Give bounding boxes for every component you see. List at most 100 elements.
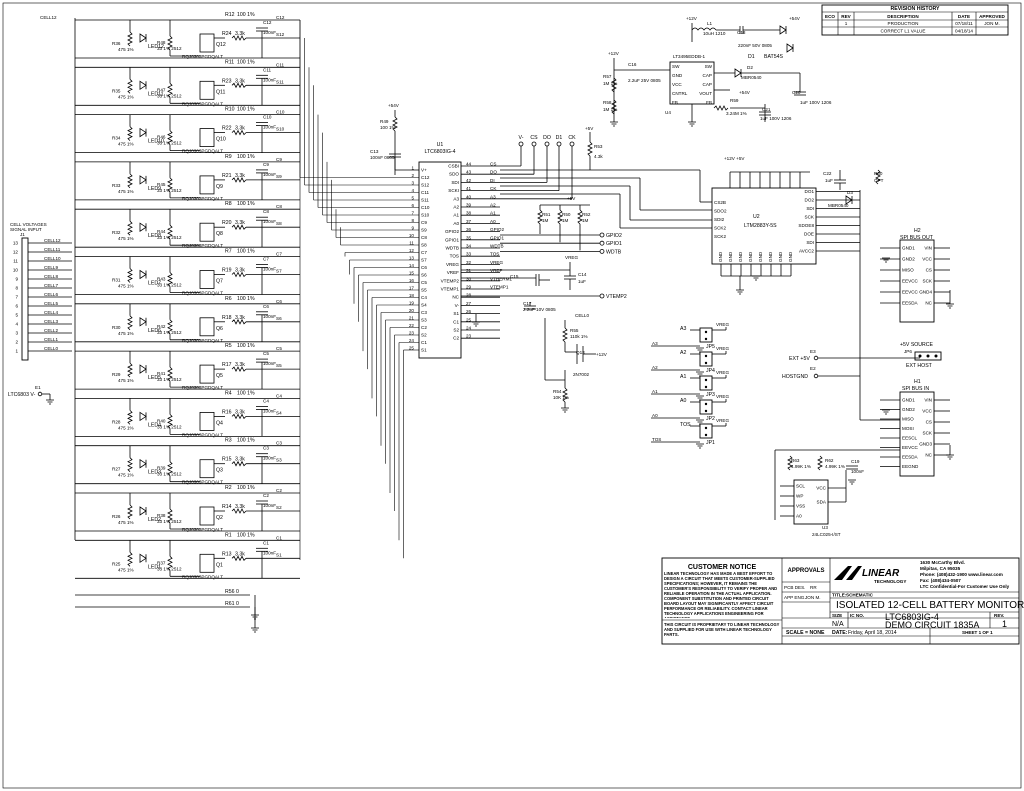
c13-value: 100nF 0805 xyxy=(370,155,395,160)
discharge-resistor-value: 33 1% 2512 xyxy=(157,519,182,524)
u2-bottom-pin: GND xyxy=(718,251,723,262)
u1-right-pin: TOS xyxy=(450,254,459,259)
u2-bottom-pin: GND xyxy=(778,251,783,262)
mosfet-part: RQJ0303PGDQALT xyxy=(182,196,223,201)
jumper-vreg: VREG xyxy=(716,370,729,375)
jp6-sub: EXT HOST xyxy=(906,363,933,369)
gate-resistor-value: 3.3k xyxy=(235,409,245,415)
gate-resistor-value: 3.3k xyxy=(235,31,245,37)
discharge-resistor-ref: R45 xyxy=(157,182,166,187)
r49-c13: +54V R49 100 1% C13 100nF 0805 xyxy=(370,103,419,175)
led-resistor-value: 475 1% xyxy=(118,284,134,289)
u2-bottom-pin: GND xyxy=(738,251,743,262)
cell-net-label: CELL9 xyxy=(44,265,58,270)
d3-ref: D3 xyxy=(847,190,853,195)
led-ref: LED5 xyxy=(148,375,161,381)
h2-left-pin: GND1 xyxy=(902,246,915,251)
e1-terminal xyxy=(37,391,43,397)
h2-right-pin: GND4 xyxy=(919,290,932,295)
balance-resistor-value: 100 1% xyxy=(237,154,255,160)
filter-cap-value: 100nF xyxy=(263,361,276,366)
balance-resistor-ref: R7 xyxy=(225,249,232,255)
led-resistor-ref: R29 xyxy=(112,372,121,377)
led-resistor-ref: R33 xyxy=(112,183,121,188)
test-point-label: D1 xyxy=(556,135,563,141)
cell-net-label: CELL5 xyxy=(44,301,58,306)
u1-left-num: 1 xyxy=(411,166,414,171)
h1-right-pin: NC xyxy=(925,453,932,458)
balance-resistor-ref: R9 xyxy=(225,154,232,160)
discharge-resistor-ref: R47 xyxy=(157,87,166,92)
r61-label: R61 0 xyxy=(225,601,239,607)
led-resistor-ref: R30 xyxy=(112,325,121,330)
u1-right-num: 31 xyxy=(466,268,472,273)
c19-value: 100nF xyxy=(851,469,864,474)
balance-resistor-value: 100 1% xyxy=(237,201,255,207)
led-icon xyxy=(139,33,147,43)
u1-left-num: 7 xyxy=(411,211,414,216)
app-eng-value: JON M. xyxy=(805,595,821,600)
discharge-resistor-value: 33 1% 2512 xyxy=(157,188,182,193)
gate-resistor-value: 3.3k xyxy=(235,551,245,557)
u1-right-num: 29 xyxy=(466,285,472,290)
u1-right-num: 37 xyxy=(466,219,472,224)
u2-right-pin: SDI xyxy=(806,240,814,245)
linear-logo: LINEAR TECHNOLOGY xyxy=(834,566,906,584)
balance-resistor-value: 100 1% xyxy=(237,107,255,113)
pcb-des-label: PCB DES. xyxy=(784,585,805,590)
u1-right-num: 34 xyxy=(466,244,472,249)
u3-eeprom: R63 4.99K 1% R62 4.99K 1% C19 100nF U3 2… xyxy=(774,449,900,537)
u1-left-pin: S12 xyxy=(421,183,430,188)
h1-left-pin: MOSI xyxy=(902,426,914,431)
u1-net-label: DO xyxy=(490,170,497,175)
u1-right-pin: S1 xyxy=(453,311,459,316)
mosfet-icon xyxy=(199,506,215,526)
mosfet-icon xyxy=(199,222,215,242)
u1-right-num: 25 xyxy=(466,317,472,322)
u1-right-pin: A2 xyxy=(453,205,459,210)
e1-ref: E1 xyxy=(35,385,41,390)
mosfet-ref: Q11 xyxy=(216,89,226,95)
u4-ref: U4 xyxy=(665,110,671,115)
j1-pin-number: 9 xyxy=(15,277,18,282)
u1-left-pin: C12 xyxy=(421,175,430,180)
discharge-resistor-value: 33 1% 2512 xyxy=(157,424,182,429)
mosfet-ref: Q9 xyxy=(216,184,223,190)
mosfet-part: RQJ0303PGDQALT xyxy=(182,291,223,296)
revision-cell: PRODUCTION xyxy=(888,21,919,26)
cell-net-label: CELL6 xyxy=(44,292,58,297)
jumper-vreg: VREG xyxy=(716,322,729,327)
c16-value: 2.2uF 25V 0805 xyxy=(628,78,661,83)
balance-resistor-ref: R6 xyxy=(225,296,232,302)
led-ref: LED3 xyxy=(148,470,161,476)
jumper-net: A1 xyxy=(680,374,686,380)
signal-buses xyxy=(299,20,419,560)
schematic-title: ISOLATED 12-CELL BATTERY MONITOR xyxy=(836,600,1024,611)
u1-left-pin: C11 xyxy=(421,190,430,195)
title-label: TITLE: xyxy=(832,593,847,598)
h2-left-pin: GND2 xyxy=(902,257,915,262)
title-kind: SCHEMATIC xyxy=(846,593,874,598)
revision-cell: CORRECT L1 VALUE xyxy=(880,29,925,34)
jumper-block xyxy=(699,351,713,367)
c17-ref: C17 xyxy=(523,301,532,306)
h1-left-pin: MISO xyxy=(902,417,914,422)
date-label: DATE: xyxy=(832,630,848,636)
gate-resistor-value: 3.3k xyxy=(235,315,245,321)
discharge-resistor-ref: R43 xyxy=(157,277,166,282)
mosfet-ref: Q8 xyxy=(216,231,223,237)
mosfet-part: RQJ0303PGDQALT xyxy=(182,385,223,390)
filter-cap-value: 100nF xyxy=(263,30,276,35)
balance-net: S5 xyxy=(276,363,282,368)
mosfet-ref: Q10 xyxy=(216,137,226,143)
u4-right-pin: FB xyxy=(706,100,712,105)
h1-spi-in: H1 SPI BUS IN GND1GND2MISOMOSIEESCLEEVCC… xyxy=(880,379,954,477)
pullup-ref: R51 xyxy=(542,212,551,217)
revision-header: ECO xyxy=(825,14,835,19)
led-icon xyxy=(139,364,147,374)
gate-resistor-value: 3.3k xyxy=(235,220,245,226)
